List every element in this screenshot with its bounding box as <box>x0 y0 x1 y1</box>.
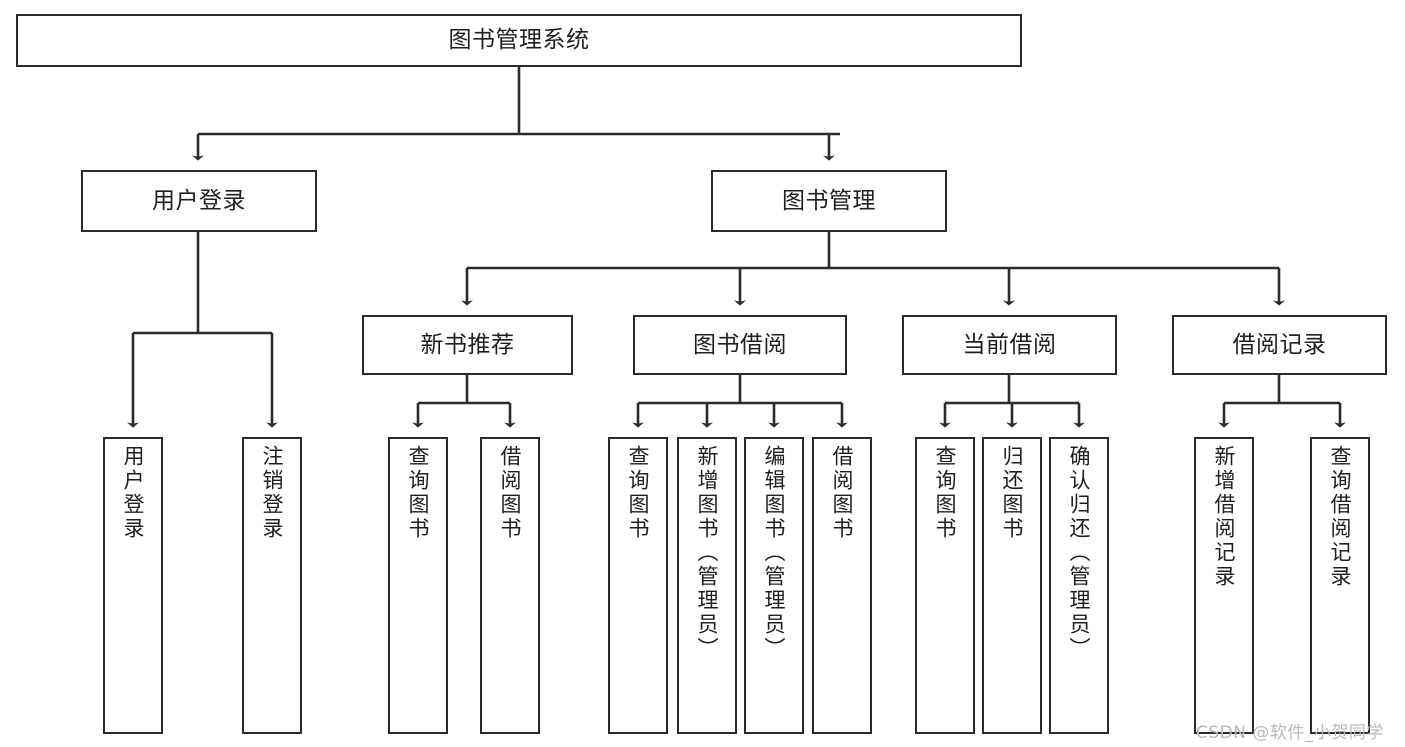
node-label: 用户登录 <box>121 445 146 541</box>
node-label: 当前借阅 <box>962 331 1057 358</box>
csdn-watermark: CSDN @软件_小贺同学 <box>1196 723 1384 743</box>
leaf-user-login-signout[interactable]: 注销登录 <box>242 437 302 734</box>
node-label: 新增图书（管理员） <box>695 445 720 661</box>
leaf-new-book-query[interactable]: 查询图书 <box>388 437 448 734</box>
node-label: 图书管理系统 <box>448 27 590 54</box>
leaf-current-return-book[interactable]: 归还图书 <box>982 437 1042 734</box>
node-book-borrowing[interactable]: 图书借阅 <box>633 315 847 375</box>
node-book-management[interactable]: 图书管理 <box>711 170 947 232</box>
node-label: 图书借阅 <box>693 331 787 358</box>
leaf-borrow-add-book-admin[interactable]: 新增图书（管理员） <box>677 437 737 734</box>
leaf-borrow-borrow-book[interactable]: 借阅图书 <box>812 437 872 734</box>
leaf-user-login-signin[interactable]: 用户登录 <box>103 437 163 734</box>
node-label: 新增借阅记录 <box>1212 445 1237 589</box>
node-label: 用户登录 <box>152 187 246 214</box>
node-new-book-recommendation[interactable]: 新书推荐 <box>362 315 573 375</box>
leaf-borrow-edit-book-admin[interactable]: 编辑图书（管理员） <box>744 437 804 734</box>
node-root-book-management-system[interactable]: 图书管理系统 <box>16 14 1022 67</box>
node-label: 新书推荐 <box>420 331 515 358</box>
node-label: 借阅记录 <box>1232 331 1327 358</box>
leaf-current-query-book[interactable]: 查询图书 <box>915 437 975 734</box>
node-label: 编辑图书（管理员） <box>762 445 787 661</box>
node-label: 确认归还（管理员） <box>1067 445 1092 661</box>
node-label: 查询图书 <box>933 445 958 541</box>
leaf-record-query-record[interactable]: 查询借阅记录 <box>1310 437 1370 734</box>
node-label: 查询借阅记录 <box>1328 445 1353 589</box>
leaf-current-confirm-return-admin[interactable]: 确认归还（管理员） <box>1049 437 1109 734</box>
node-label: 借阅图书 <box>830 445 855 541</box>
node-label: 注销登录 <box>260 445 285 541</box>
node-label: 查询图书 <box>626 445 651 541</box>
node-label: 借阅图书 <box>498 445 523 541</box>
node-label: 归还图书 <box>1000 445 1025 541</box>
node-borrowing-record[interactable]: 借阅记录 <box>1172 315 1387 375</box>
leaf-borrow-query-book[interactable]: 查询图书 <box>608 437 668 734</box>
node-label: 查询图书 <box>406 445 431 541</box>
leaf-record-add-record[interactable]: 新增借阅记录 <box>1194 437 1254 734</box>
node-current-borrowing[interactable]: 当前借阅 <box>902 315 1117 375</box>
leaf-new-book-borrow[interactable]: 借阅图书 <box>480 437 540 734</box>
node-user-login[interactable]: 用户登录 <box>81 170 317 232</box>
node-label: 图书管理 <box>782 187 876 214</box>
